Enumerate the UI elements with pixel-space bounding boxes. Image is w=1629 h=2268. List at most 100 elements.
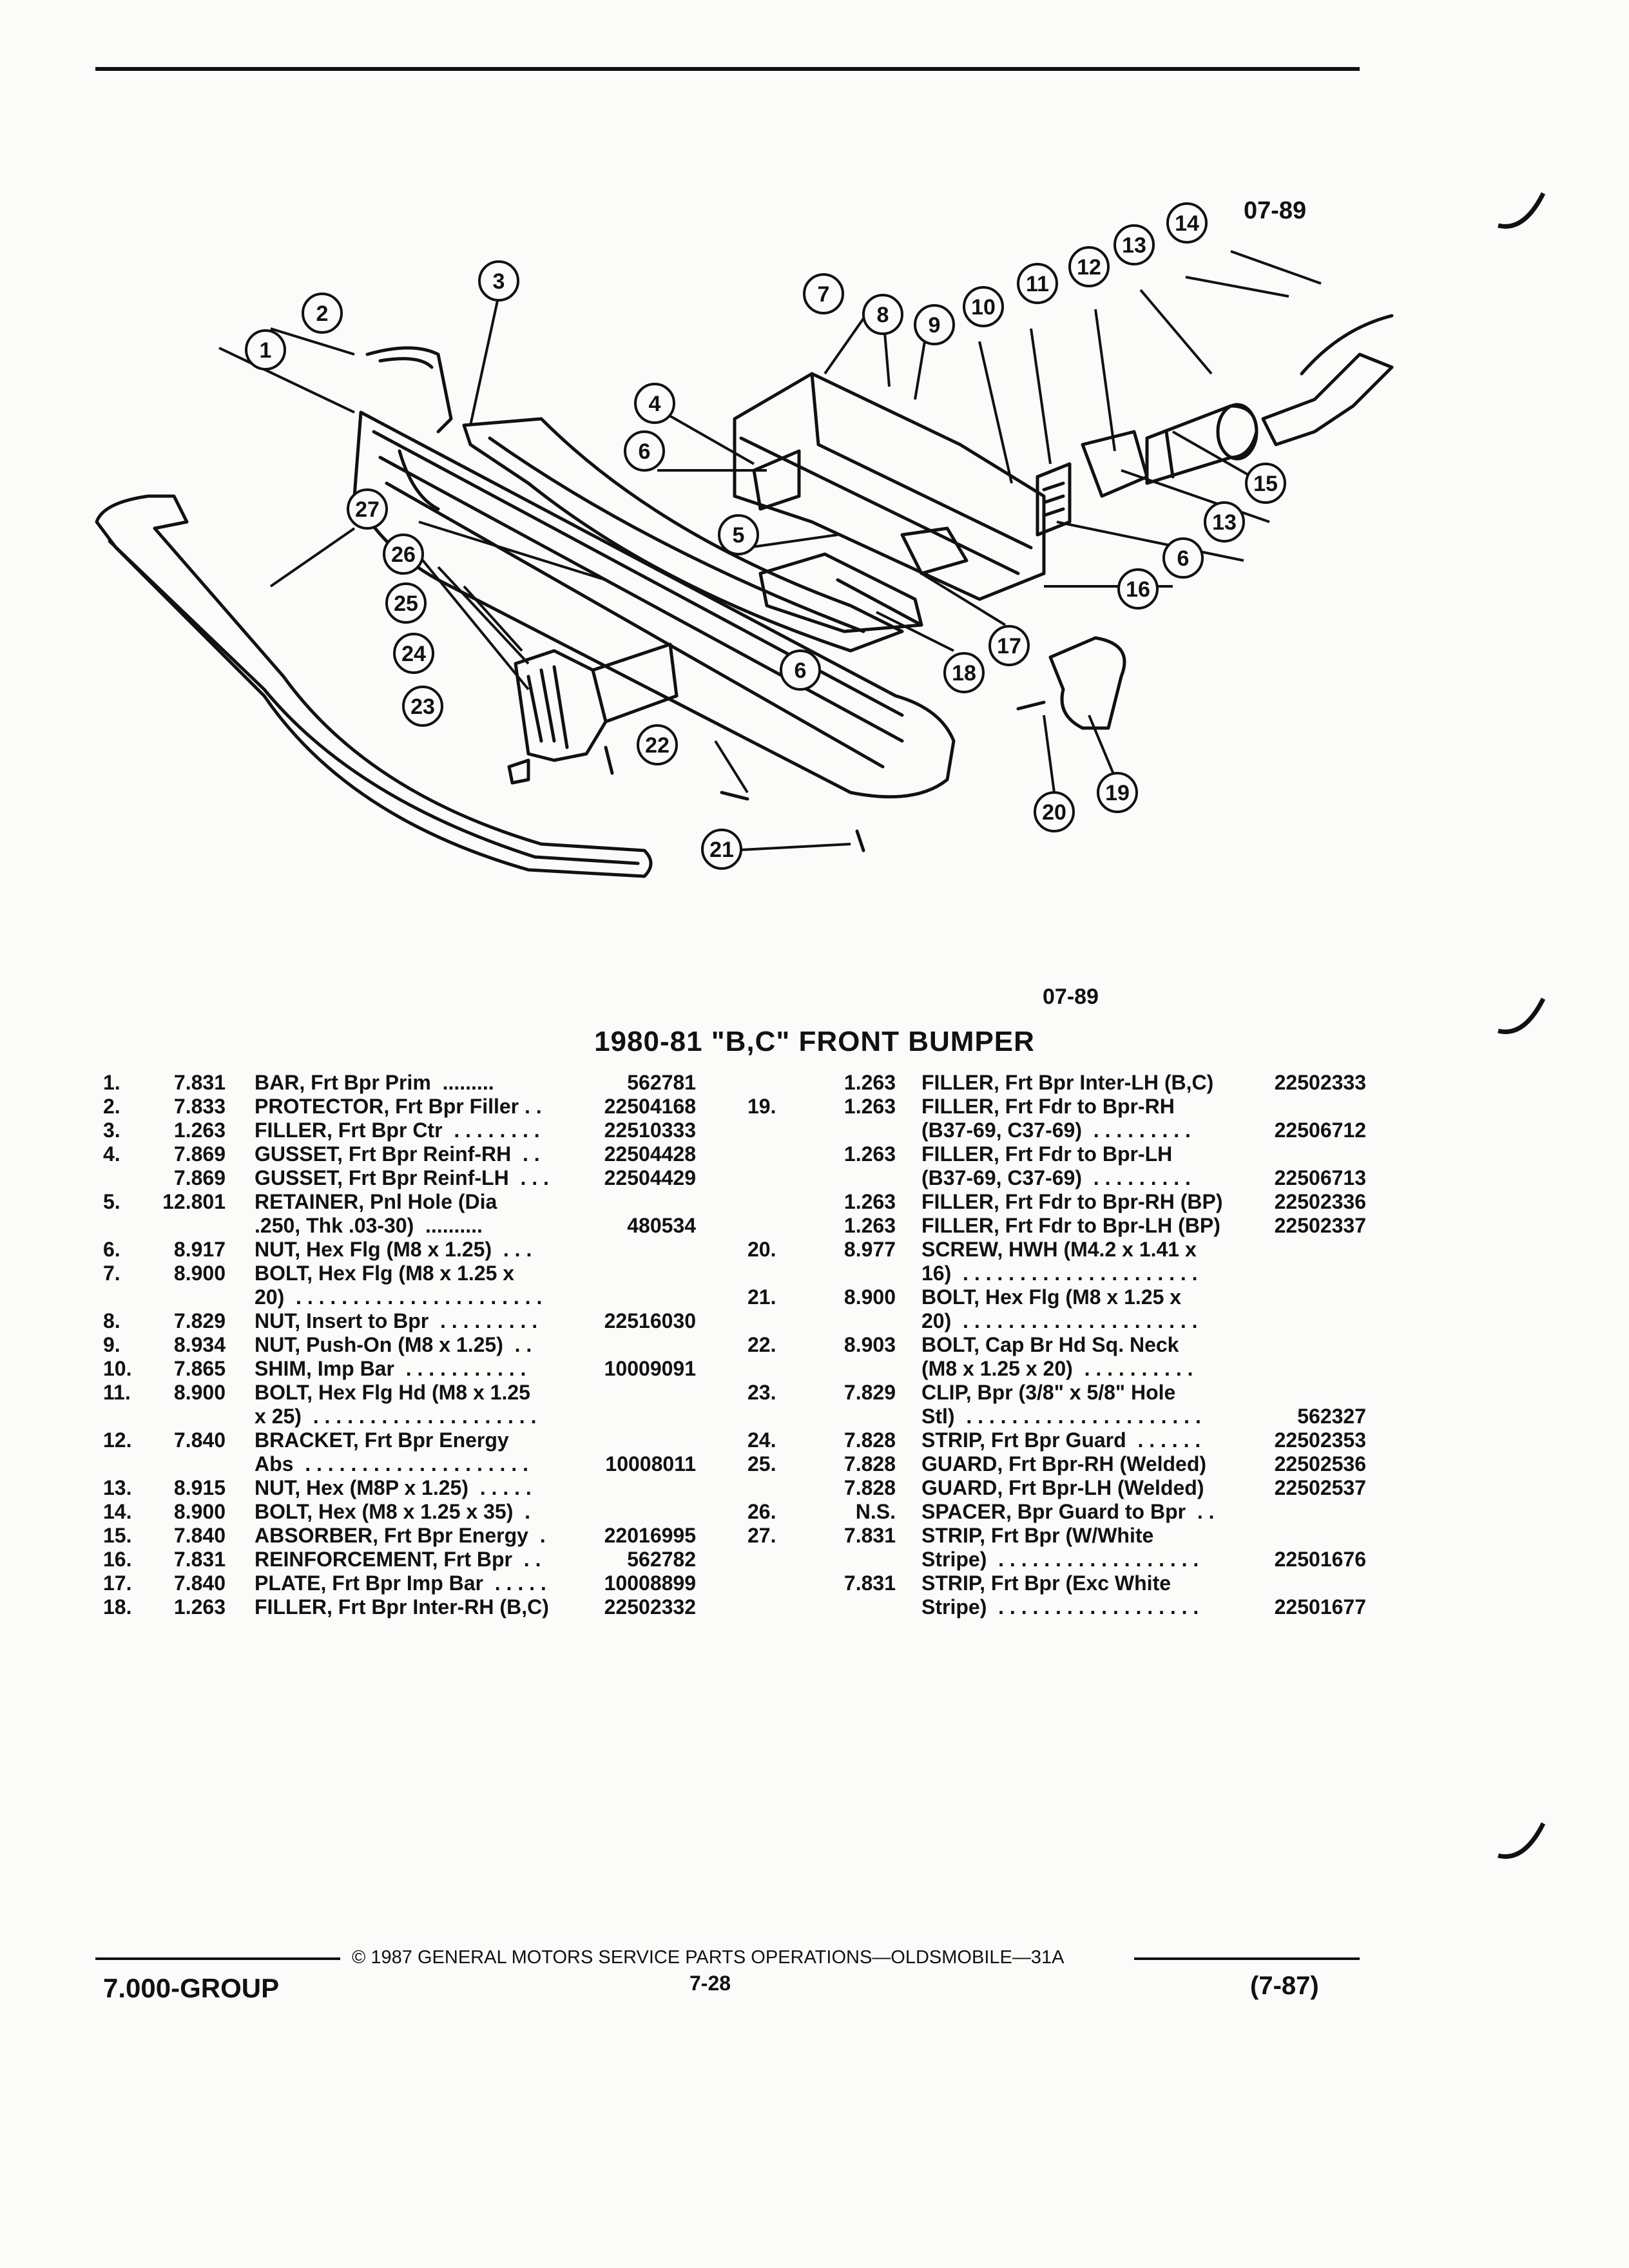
part-detail: Frt Bpr Guard . . . . . . xyxy=(985,1428,1201,1452)
parts-row: Abs . . . . . . . . . . . . . . . . . . … xyxy=(103,1452,696,1476)
parts-row: 26.N.S.SPACER, Bpr Guard to Bpr . . xyxy=(747,1500,1366,1524)
part-name: SCREW, xyxy=(921,1238,1003,1261)
part-detail: Cap Br Hd Sq. Neck xyxy=(979,1333,1179,1356)
part-name: FILLER, xyxy=(921,1142,999,1166)
footer-copyright: © 1987 GENERAL MOTORS SERVICE PARTS OPER… xyxy=(352,1947,1065,1968)
callout-23: 23 xyxy=(402,686,443,727)
part-detail: 20) . . . . . . . . . . . . . . . . . . … xyxy=(255,1285,543,1309)
part-number: 562782 xyxy=(627,1548,696,1571)
item-number: 12. xyxy=(103,1428,132,1452)
footer-rule-right xyxy=(1134,1957,1360,1960)
part-detail: Frt Fdr to Bpr-RH xyxy=(999,1095,1175,1118)
part-number: 22504428 xyxy=(604,1142,696,1166)
bolt-21a xyxy=(604,745,614,775)
fender-to-bumper-filler xyxy=(1048,636,1126,730)
part-detail: x 25) . . . . . . . . . . . . . . . . . … xyxy=(255,1405,537,1428)
part-name: SPACER, xyxy=(921,1500,1012,1523)
part-name: BOLT, xyxy=(921,1333,980,1356)
group-number: 8.934 xyxy=(173,1333,226,1356)
parts-row: .250, Thk .03-30) ..........480534 xyxy=(103,1214,696,1238)
part-detail: Frt Bpr Ctr . . . . . . . . xyxy=(332,1119,540,1142)
part-detail: .250, Thk .03-30) .......... xyxy=(255,1214,483,1237)
group-number: 7.869 xyxy=(173,1142,226,1166)
part-number: 22502333 xyxy=(1274,1071,1366,1094)
group-number: 7.840 xyxy=(173,1571,226,1595)
svg-text:20: 20 xyxy=(1042,800,1066,825)
part-number: 22516030 xyxy=(604,1309,696,1332)
part-description: (B37-69, C37-69) . . . . . . . . . xyxy=(921,1119,1191,1142)
svg-text:11: 11 xyxy=(1026,272,1049,296)
item-number: 8. xyxy=(103,1309,120,1332)
part-name: NUT, xyxy=(255,1476,301,1499)
part-detail: Frt Bpr (W/White xyxy=(985,1524,1154,1547)
callout-11: 11 xyxy=(1017,263,1058,304)
part-detail: Frt Bpr-RH (Welded) xyxy=(1003,1452,1207,1475)
part-description: BAR, Frt Bpr Prim ......... xyxy=(255,1071,494,1095)
part-description: FILLER, Frt Fdr to Bpr-RH (BP) xyxy=(921,1190,1222,1214)
part-number: 22504429 xyxy=(604,1166,696,1189)
part-name: NUT, xyxy=(255,1309,301,1332)
part-detail: HWH (M4.2 x 1.41 x xyxy=(1003,1238,1197,1261)
part-name: BRACKET, xyxy=(255,1428,359,1452)
figure-code-bottom: 07-89 xyxy=(1043,985,1099,1009)
group-number: 7.828 xyxy=(843,1428,896,1452)
part-description: PROTECTOR, Frt Bpr Filler . . xyxy=(255,1095,542,1119)
callout-9: 9 xyxy=(914,304,955,345)
callout-5: 5 xyxy=(718,514,759,555)
part-detail: Frt Bpr . . xyxy=(438,1548,541,1571)
part-description: 16) . . . . . . . . . . . . . . . . . . … xyxy=(921,1262,1198,1285)
part-detail: Frt Bpr Imp Bar . . . . . xyxy=(326,1571,546,1595)
part-number: 562327 xyxy=(1297,1405,1366,1428)
item-number: 10. xyxy=(103,1357,132,1380)
svg-text:14: 14 xyxy=(1175,211,1199,236)
svg-text:18: 18 xyxy=(952,661,976,686)
part-detail: Frt Bpr Energy . xyxy=(378,1524,546,1547)
part-detail: Frt Bpr Energy xyxy=(358,1428,509,1452)
part-name: NUT, xyxy=(255,1333,301,1356)
svg-text:7: 7 xyxy=(818,282,830,307)
item-number: 24. xyxy=(747,1428,776,1452)
part-detail: Frt Bpr Prim ......... xyxy=(305,1071,494,1094)
svg-text:24: 24 xyxy=(401,642,426,666)
part-description: BRACKET, Frt Bpr Energy xyxy=(255,1428,509,1452)
bumper-gusset xyxy=(752,449,801,511)
callout-6c: 6 xyxy=(780,649,821,691)
callout-13b: 13 xyxy=(1204,501,1245,543)
part-detail: Abs . . . . . . . . . . . . . . . . . . … xyxy=(255,1452,528,1475)
part-name: SHIM, xyxy=(255,1357,312,1380)
callout-2: 2 xyxy=(302,293,343,334)
part-name: FILLER, xyxy=(255,1595,333,1619)
svg-text:6: 6 xyxy=(795,658,807,683)
svg-text:2: 2 xyxy=(316,302,329,326)
part-name: GUARD, xyxy=(921,1476,1003,1499)
part-detail: Insert to Bpr . . . . . . . . . xyxy=(300,1309,538,1332)
part-description: SHIM, Imp Bar . . . . . . . . . . . xyxy=(255,1357,526,1381)
item-number: 26. xyxy=(747,1500,776,1523)
group-number: 1.263 xyxy=(843,1214,896,1237)
group-number: N.S. xyxy=(855,1500,896,1523)
item-number: 6. xyxy=(103,1238,120,1261)
part-name: GUSSET, xyxy=(255,1166,343,1189)
part-name: REINFORCEMENT, xyxy=(255,1548,438,1571)
part-name: BOLT, xyxy=(255,1262,313,1285)
callout-25: 25 xyxy=(385,582,427,624)
group-number: 8.900 xyxy=(173,1262,226,1285)
binder-hole-mark-top xyxy=(1498,192,1546,229)
part-detail: Frt Bpr Reinf-LH . . . xyxy=(342,1166,549,1189)
item-number: 27. xyxy=(747,1524,776,1547)
part-detail: 16) . . . . . . . . . . . . . . . . . . … xyxy=(921,1262,1198,1285)
